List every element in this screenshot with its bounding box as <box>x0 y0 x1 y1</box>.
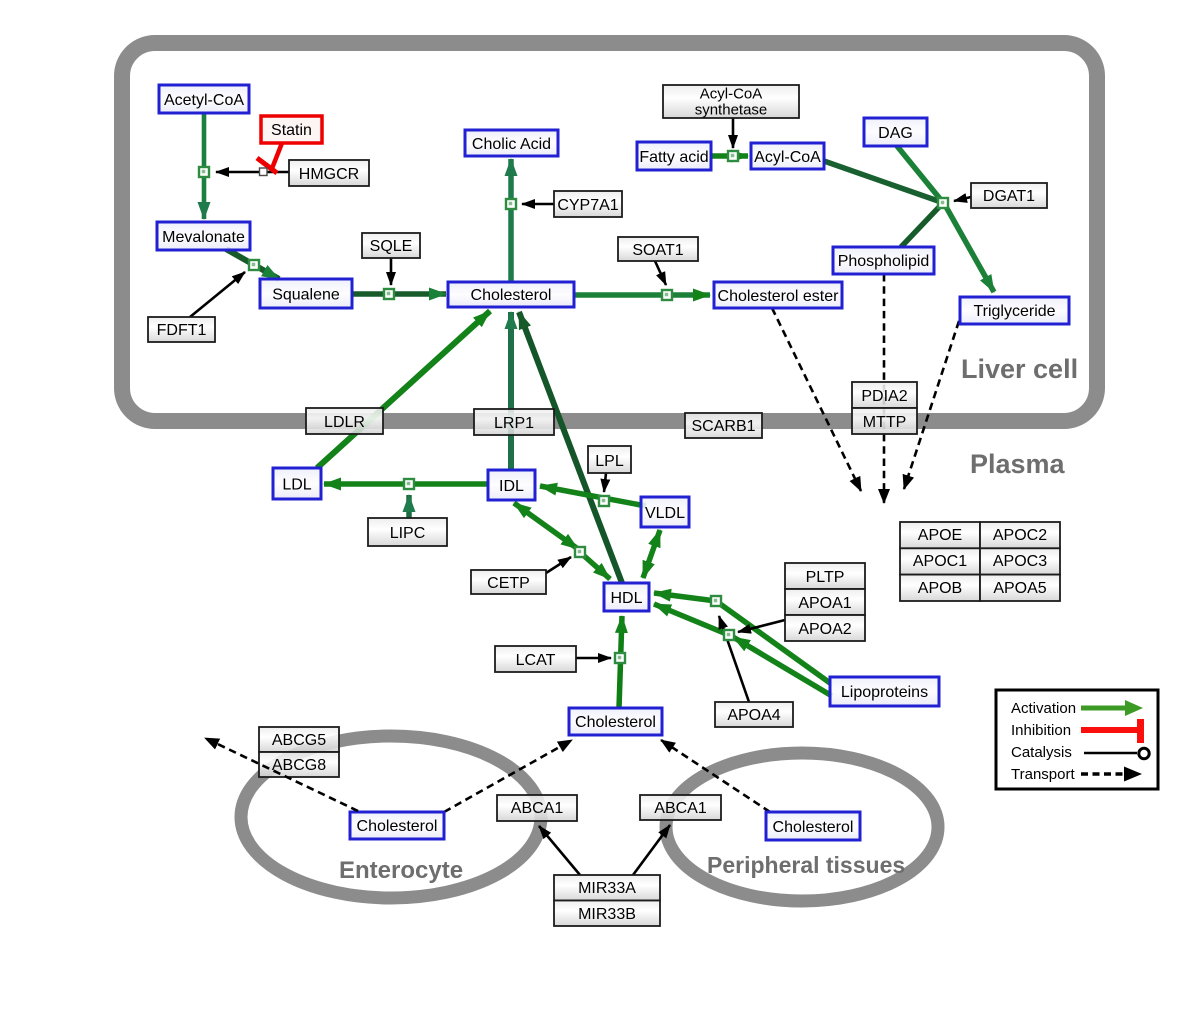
svg-text:ABCA1: ABCA1 <box>511 800 564 817</box>
svg-text:Enterocyte: Enterocyte <box>339 857 463 884</box>
svg-text:Cholesterol: Cholesterol <box>357 818 438 835</box>
svg-text:APOC1: APOC1 <box>913 553 967 570</box>
svg-text:Transport: Transport <box>1011 766 1075 783</box>
svg-text:FDFT1: FDFT1 <box>157 322 207 339</box>
svg-text:Cholesterol ester: Cholesterol ester <box>718 288 840 305</box>
svg-text:Fatty acid: Fatty acid <box>639 149 708 166</box>
svg-text:MIR33B: MIR33B <box>578 906 636 923</box>
svg-text:Plasma: Plasma <box>970 449 1066 479</box>
svg-text:SCARB1: SCARB1 <box>691 418 755 435</box>
svg-text:LRP1: LRP1 <box>494 415 534 432</box>
svg-text:synthetase: synthetase <box>695 102 768 119</box>
svg-text:MTTP: MTTP <box>863 414 907 431</box>
svg-text:Triglyceride: Triglyceride <box>973 303 1055 320</box>
svg-text:Acyl-CoA: Acyl-CoA <box>700 86 763 103</box>
svg-text:APOA4: APOA4 <box>727 707 780 724</box>
svg-text:MIR33A: MIR33A <box>578 880 636 897</box>
svg-text:PLTP: PLTP <box>806 569 845 586</box>
svg-text:APOB: APOB <box>918 580 962 597</box>
svg-text:APOA1: APOA1 <box>798 595 851 612</box>
svg-text:ABCA1: ABCA1 <box>654 800 707 817</box>
svg-text:LCAT: LCAT <box>516 652 556 669</box>
svg-text:Acetyl-CoA: Acetyl-CoA <box>164 92 244 109</box>
svg-text:LIPC: LIPC <box>390 525 426 542</box>
svg-text:LDLR: LDLR <box>324 414 365 431</box>
svg-text:Lipoproteins: Lipoproteins <box>841 684 928 701</box>
svg-text:ABCG8: ABCG8 <box>272 757 326 774</box>
svg-text:LPL: LPL <box>595 453 624 470</box>
svg-text:CETP: CETP <box>487 575 530 592</box>
svg-text:DGAT1: DGAT1 <box>983 188 1035 205</box>
svg-text:Squalene: Squalene <box>272 287 340 304</box>
svg-text:CYP7A1: CYP7A1 <box>557 197 618 214</box>
svg-text:Statin: Statin <box>271 122 312 139</box>
svg-text:Cholesterol: Cholesterol <box>471 287 552 304</box>
svg-text:SOAT1: SOAT1 <box>632 242 683 259</box>
svg-text:Cholic Acid: Cholic Acid <box>472 136 551 153</box>
svg-text:APOA2: APOA2 <box>798 621 851 638</box>
svg-text:PDIA2: PDIA2 <box>861 388 907 405</box>
svg-text:IDL: IDL <box>499 478 524 495</box>
svg-text:Liver cell: Liver cell <box>961 354 1078 384</box>
svg-text:Acyl-CoA: Acyl-CoA <box>754 149 821 166</box>
svg-text:HDL: HDL <box>610 590 642 607</box>
svg-text:Inhibition: Inhibition <box>1011 722 1071 739</box>
svg-text:Phospholipid: Phospholipid <box>838 253 930 270</box>
svg-text:Cholesterol: Cholesterol <box>773 819 854 836</box>
svg-text:APOC2: APOC2 <box>993 527 1047 544</box>
svg-text:ABCG5: ABCG5 <box>272 732 326 749</box>
svg-text:APOA5: APOA5 <box>993 580 1046 597</box>
svg-text:APOC3: APOC3 <box>993 553 1047 570</box>
svg-text:APOE: APOE <box>918 527 962 544</box>
svg-text:Cholesterol: Cholesterol <box>575 714 656 731</box>
svg-text:Catalysis: Catalysis <box>1011 744 1072 761</box>
svg-text:DAG: DAG <box>878 125 913 142</box>
svg-text:LDL: LDL <box>282 477 311 494</box>
svg-text:Mevalonate: Mevalonate <box>162 229 245 246</box>
svg-text:VLDL: VLDL <box>645 505 685 522</box>
svg-text:HMGCR: HMGCR <box>299 166 359 183</box>
svg-text:SQLE: SQLE <box>370 238 413 255</box>
svg-text:Peripheral tissues: Peripheral tissues <box>707 852 905 878</box>
svg-text:Activation: Activation <box>1011 700 1076 717</box>
